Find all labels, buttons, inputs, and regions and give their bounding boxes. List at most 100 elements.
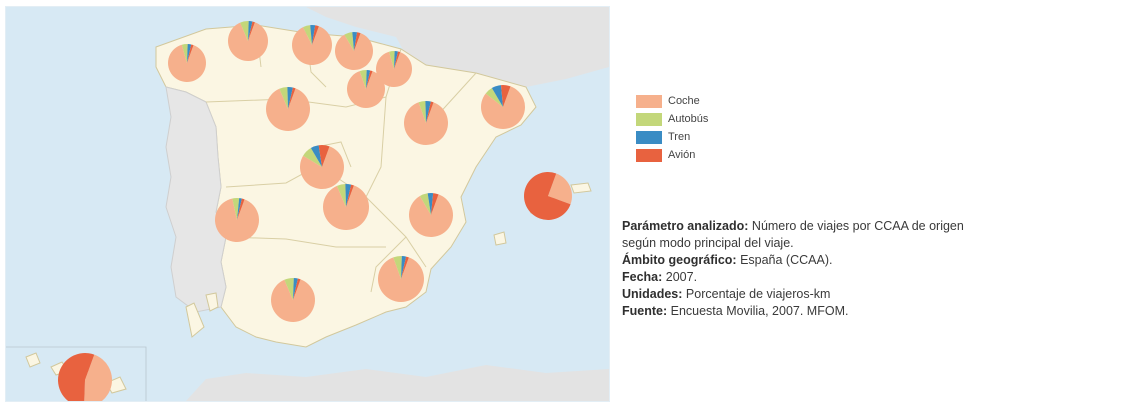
- meta-label: Fuente:: [622, 304, 668, 318]
- pie-canarias: [58, 353, 112, 401]
- pie-slice-tren: [345, 184, 352, 207]
- pie-slice-tren: [310, 145, 322, 167]
- pie-slice-tren: [248, 21, 253, 41]
- pie-slice-tren: [394, 51, 399, 69]
- legend-item: Avión: [636, 146, 708, 164]
- pie-slice-tren: [425, 101, 431, 123]
- pie-slice-autobús: [418, 101, 426, 123]
- pie-slice-avión: [58, 353, 95, 401]
- pie-la-rioja: [347, 70, 386, 109]
- meta-label: Parámetro analizado:: [622, 219, 749, 233]
- pie-slice-coche: [378, 257, 425, 302]
- meta-value: Número de viajes por CCAA de origen: [748, 219, 964, 233]
- pie-slice-avión: [394, 51, 401, 69]
- legend-swatch: [636, 112, 662, 126]
- pie-slice-avión: [366, 70, 373, 89]
- balearic-ibiza: [493, 231, 507, 246]
- pie-slice-autobús: [389, 51, 395, 69]
- pie-slice-coche: [266, 88, 311, 131]
- pie-slice-autobús: [419, 193, 431, 215]
- legend-item: Autobús: [636, 110, 708, 128]
- pie-slice-tren: [427, 193, 434, 215]
- pie-slice-coche: [404, 102, 448, 145]
- pie-slice-avión: [401, 256, 409, 279]
- region-borders: [205, 24, 477, 293]
- meta-label: Fecha:: [622, 270, 663, 284]
- pie-slice-tren: [293, 278, 298, 300]
- pie-slice-coche: [270, 279, 315, 323]
- pie-slice-coche: [335, 33, 373, 70]
- pie-slice-autobús: [303, 148, 322, 167]
- meta-row: Ámbito geográfico: España (CCAA).: [622, 252, 1127, 269]
- pie-slice-avión: [312, 25, 319, 45]
- meta-row: Fecha: 2007.: [622, 269, 1127, 286]
- legend-swatch: [636, 94, 662, 108]
- pie-slice-avión: [248, 21, 255, 41]
- north-africa-land: [186, 365, 609, 401]
- legend-swatch: [636, 130, 662, 144]
- legend-swatch: [636, 148, 662, 162]
- pie-slice-tren: [366, 70, 371, 89]
- pie-slice-coche: [375, 51, 412, 87]
- pie-slice-coche: [481, 86, 526, 130]
- meta-value: Porcentaje de viajeros-km: [682, 287, 831, 301]
- canary-inset-frame: [6, 346, 147, 401]
- pie-slice-autobús: [344, 32, 354, 51]
- pie-slice-coche: [167, 44, 206, 82]
- pie-castilla-la-mancha: [323, 184, 370, 230]
- legend-label: Autobús: [668, 113, 709, 125]
- pie-slice-coche: [300, 146, 344, 189]
- legend-label: Tren: [668, 131, 691, 143]
- pie-murcia: [378, 255, 425, 302]
- pie-slice-avión: [187, 44, 194, 63]
- spain-map: [6, 7, 609, 401]
- pie-slice-autobús: [279, 87, 288, 109]
- pie-slice-avión: [293, 278, 301, 300]
- pie-slice-autobús: [302, 25, 312, 45]
- pie-slice-avión: [501, 85, 511, 107]
- canary-islands: [25, 292, 219, 394]
- legend-item: Tren: [636, 128, 708, 146]
- pie-slice-avión: [318, 145, 330, 167]
- pie-slice-tren: [187, 44, 192, 63]
- pie-slice-coche: [409, 194, 454, 237]
- pie-extremadura: [214, 198, 259, 242]
- meta-value: 2007.: [662, 270, 698, 284]
- pie-slice-tren: [401, 256, 407, 279]
- pie-andaluc-a: [270, 278, 315, 323]
- pie-asturias: [228, 21, 268, 61]
- pie-slice-avión: [354, 32, 361, 51]
- pie-slice-tren: [310, 25, 316, 45]
- pie-madrid: [300, 145, 344, 189]
- pie-slice-tren: [237, 198, 242, 220]
- meta-value: Encuesta Movilia, 2007. MFOM.: [667, 304, 849, 318]
- pie-slice-coche: [228, 22, 268, 61]
- meta-value: España (CCAA).: [736, 253, 833, 267]
- pie-slice-avión: [431, 193, 439, 215]
- meta-row: Unidades: Porcentaje de viajeros-km: [622, 286, 1127, 303]
- pie-slice-coche: [292, 26, 333, 65]
- pie-slice-avión: [346, 184, 354, 207]
- pie-slice-autobús: [336, 184, 346, 207]
- pie-arag-n: [404, 101, 448, 145]
- meta-row: Fuente: Encuesta Movilia, 2007. MFOM.: [622, 303, 1127, 320]
- france-land: [306, 7, 609, 87]
- portugal-land: [165, 86, 227, 313]
- meta-label: Unidades:: [622, 287, 683, 301]
- pie-navarra: [375, 51, 412, 87]
- pie-slice-autobús: [359, 70, 367, 89]
- pie-catalu-a: [481, 85, 526, 130]
- meta-continuation: según modo principal del viaje.: [622, 236, 794, 250]
- metadata-block: Parámetro analizado: Número de viajes po…: [622, 218, 1127, 320]
- pie-comunidad-valenciana: [409, 193, 454, 237]
- pie-slice-tren: [491, 85, 503, 107]
- pie-slice-tren: [287, 86, 293, 109]
- pie-illes-balears: [524, 171, 572, 220]
- legend-label: Avión: [668, 149, 696, 161]
- pie-slice-autobús: [232, 198, 240, 220]
- pie-slice-coche: [84, 354, 112, 401]
- pie-slice-coche: [347, 71, 386, 109]
- pie-slice-avión: [524, 171, 571, 220]
- pie-slice-autobús: [181, 44, 188, 63]
